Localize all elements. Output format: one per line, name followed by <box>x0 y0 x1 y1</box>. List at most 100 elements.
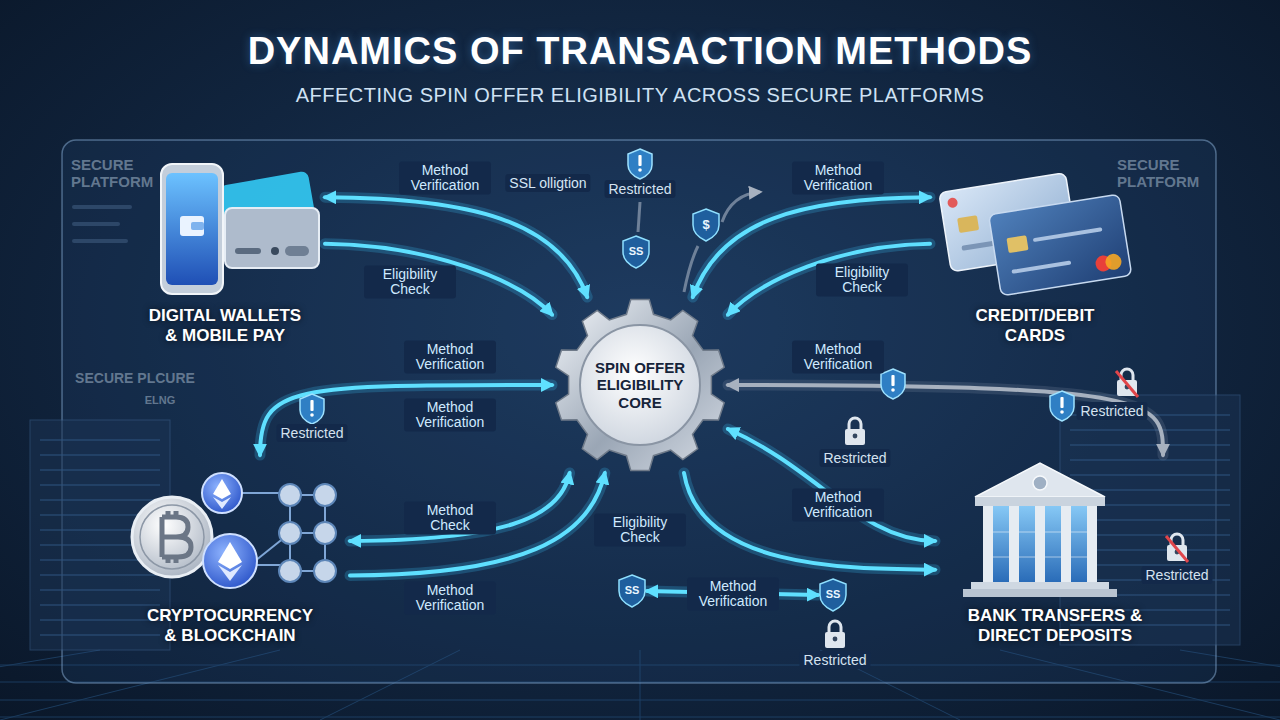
blocked-lock-icon-part <box>1166 536 1188 562</box>
watermark: SECURE PLATFORM <box>1117 156 1203 191</box>
label-anchor: Method Verification <box>687 578 779 611</box>
label-anchor: SECURE PLCURE <box>75 370 195 386</box>
shield-text: SS <box>826 589 841 600</box>
connector-label: Eligibility Check <box>816 264 908 297</box>
alert-shield <box>300 394 324 424</box>
label-anchor: SECURE PLATFORM <box>1117 156 1203 191</box>
label-anchor: Method Verification <box>792 489 884 522</box>
core-gear-node: SPIN OFFER ELIGIBILITY CORE <box>552 297 728 473</box>
flow-note: Method Verification <box>404 399 496 432</box>
label-anchor: Eligibility Check <box>594 514 686 547</box>
diagram-title: DYNAMICS OF TRANSACTION METHODS <box>248 30 1033 72</box>
connector-label: Method Verification <box>404 582 496 615</box>
bank-building-art-part <box>1009 506 1019 582</box>
shield-shape-part <box>693 209 719 241</box>
crypto-art-part <box>140 505 204 569</box>
bank-building-art-part <box>971 582 1109 589</box>
crypto-art-part <box>218 542 242 569</box>
title-block: DYNAMICS OF TRANSACTION METHODS <box>0 30 1280 73</box>
label-anchor: Restricted <box>799 651 870 669</box>
crypto-art-part <box>279 522 301 544</box>
label-anchor: Method Verification <box>792 341 884 374</box>
wallet-phone-art <box>125 160 325 300</box>
label-anchor: Method Verification <box>404 399 496 432</box>
crypto-art-part <box>218 565 242 581</box>
crypto-art-part <box>314 522 336 544</box>
crypto-art-part <box>213 497 231 509</box>
payment-method-node: DIGITAL WALLETS & MOBILE PAY <box>125 160 325 346</box>
connector-label: Eligibility Check <box>364 266 456 299</box>
bank-building-art-part <box>1087 506 1097 582</box>
connector <box>728 429 935 541</box>
connector-glow <box>325 244 552 315</box>
shield-text: SS <box>625 585 640 596</box>
connector-glow <box>684 473 935 570</box>
connector-label: Method Verification <box>687 578 779 611</box>
connector-line <box>728 429 935 541</box>
crypto-art-part <box>162 511 191 563</box>
node-title: DIGITAL WALLETS & MOBILE PAY <box>143 306 308 346</box>
shield-text: $ <box>702 218 709 231</box>
connector-glow <box>350 473 605 575</box>
alert-shield <box>628 149 652 179</box>
bank-building-art <box>935 455 1175 600</box>
cards-art-part <box>989 194 1132 296</box>
blocked-lock-icon-part <box>1117 369 1137 396</box>
connector-line <box>684 473 935 570</box>
label-anchor: AFFECTING SPIN OFFER ELIGIBILITY ACROSS … <box>296 84 985 107</box>
connector-label: Method Verification <box>399 162 491 195</box>
connector-line <box>728 385 1163 455</box>
payment-method-node: CRYPTOCURRENCY & BLOCKCHAIN <box>110 455 350 646</box>
connector-glow <box>260 385 552 455</box>
cards-art-part-part <box>1104 253 1122 271</box>
crypto-art-part <box>203 534 257 588</box>
label-anchor: Restricted <box>604 180 675 198</box>
crypto-art-part <box>314 484 336 506</box>
protocol-note: SSL olligtion <box>505 174 590 192</box>
bank-building-art-part <box>975 497 1105 506</box>
connector-line <box>350 473 570 541</box>
shield-shape-part <box>623 236 649 268</box>
crypto-art-part <box>213 479 231 499</box>
wallet-phone-art-part <box>285 246 309 256</box>
cards-art <box>930 160 1140 300</box>
crypto-art-part <box>279 560 301 582</box>
status-label: Restricted <box>1076 402 1147 420</box>
connector-glow <box>728 385 1163 455</box>
core-title: SPIN OFFER ELIGIBILITY CORE <box>584 359 696 411</box>
connector-line <box>728 244 930 315</box>
status-label: Restricted <box>799 651 870 669</box>
wallet-phone-art-part <box>166 173 218 285</box>
node-title: CREDIT/DEBIT CARDS <box>960 306 1110 346</box>
connector-glow <box>728 244 930 315</box>
lock-icon <box>845 418 865 445</box>
wallet-phone-art-part <box>235 248 261 254</box>
connector <box>728 385 1163 455</box>
connector-line <box>325 244 552 315</box>
bank-building-art-part <box>985 506 1095 582</box>
cards-art-part-part <box>1011 261 1071 274</box>
crypto-art <box>110 455 350 600</box>
security-shield: SS <box>621 235 651 269</box>
watermark: SECURE PLCURE <box>75 370 195 386</box>
label-anchor: Restricted <box>1141 566 1212 584</box>
bank-building-art-part <box>963 589 1117 597</box>
crypto-art-part <box>202 473 242 513</box>
cards-art-part-part <box>947 197 958 208</box>
crypto-art-part <box>314 560 336 582</box>
alert-shield <box>1050 391 1074 421</box>
connector-label: Method Check <box>404 502 496 535</box>
connector <box>350 473 605 575</box>
connector <box>325 244 552 315</box>
connector-line <box>260 385 552 455</box>
shield-shape-part <box>820 579 846 611</box>
gear-shape-part <box>580 325 700 445</box>
label-anchor: Method Verification <box>404 582 496 615</box>
label-anchor: SSL olligtion <box>505 174 590 192</box>
connector-label: Method Verification <box>792 489 884 522</box>
alert-shield <box>881 369 905 399</box>
platform-panel <box>62 140 1216 683</box>
panel-list-lines-part <box>72 205 132 209</box>
shield-shape-part <box>619 575 645 607</box>
blocked-lock-icon <box>1166 534 1188 562</box>
